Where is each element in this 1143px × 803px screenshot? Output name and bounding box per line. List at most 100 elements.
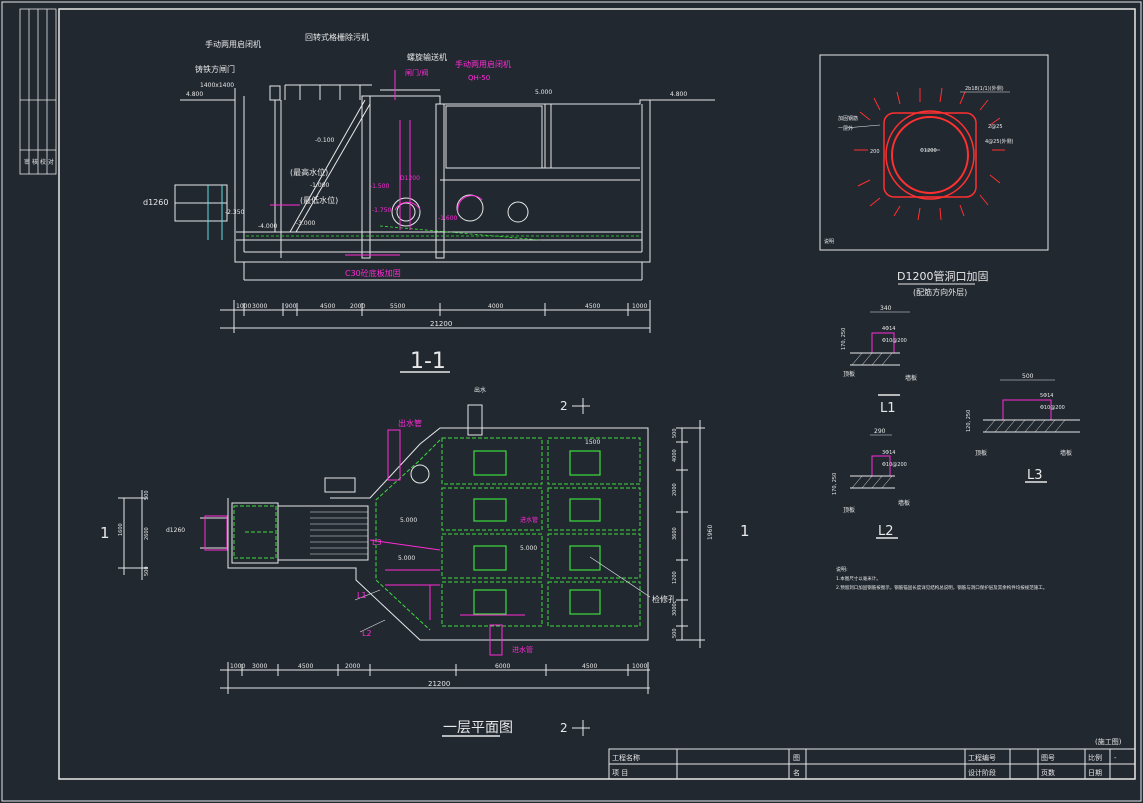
el-7: -4.000 [258, 223, 278, 230]
plan-el-2: 5.000 [520, 545, 537, 552]
tb-scale-value: - [1114, 754, 1117, 762]
plan-l2: L2 [362, 629, 372, 638]
plan-el-1: 5.000 [400, 517, 417, 524]
tb-scale-label: 比例 [1088, 753, 1102, 762]
side-label-2: 校 对 [40, 158, 54, 166]
beam-l3-plate: 顶板 [975, 449, 987, 457]
beam-l1-height: 170, 250 [841, 328, 847, 350]
label-hoist2: 手动两用启闭机 [455, 59, 511, 69]
sec-dim-2: 3000 [252, 303, 267, 310]
label-high-water: (最高水位) [290, 167, 328, 177]
section-mark-right: 1 [740, 522, 750, 540]
plan-side-dim: 1960 [707, 525, 714, 540]
label-pipe-dia: d1260 [143, 198, 168, 207]
el-3: -1.500 [370, 183, 390, 190]
beam-l3-height: 120, 250 [966, 410, 972, 432]
plan-outlet: 出水管 [398, 418, 422, 428]
plan-leaders [354, 556, 651, 633]
plan-cells-dim: 1500 [585, 439, 600, 446]
detail-rebar-bottom: 4@25(外侧) [985, 138, 1013, 145]
section-mark-left: 1 [100, 524, 110, 542]
plan-dim-2: 3000 [252, 663, 267, 670]
label-conveyor: 螺旋输送机 [407, 52, 447, 62]
beam-l3-top: 5Φ14 [1040, 393, 1053, 399]
beam-l2-stirrup: Φ10@200 [882, 462, 907, 468]
beam-l2-side: 墙板 [898, 499, 910, 507]
beam-l1-width: 340 [880, 305, 892, 312]
beam-l2-plate: 顶板 [843, 506, 855, 514]
plan-l1: L1 [357, 591, 367, 600]
el-4: -2.350 [225, 209, 245, 216]
section-mark-bottom: 2 [560, 721, 568, 735]
beam-l3-stirrup: Φ10@200 [1040, 405, 1065, 411]
label-gate-size: 1400x1400 [200, 82, 234, 89]
label-low-water: (最低水位) [300, 195, 338, 205]
section-mark-top: 2 [560, 399, 568, 413]
el-1: -0.100 [315, 137, 335, 144]
el-6: -1.750 [372, 207, 392, 214]
tb-drawing-no-label: 图号 [1041, 754, 1055, 762]
section-title: 1-1 [410, 349, 446, 374]
plan-rdim-3: 2000 [672, 483, 678, 496]
notes-line-2: 2.预留洞口加固钢筋按图示，钢筋锚固长度详见结构总说明，钢筋与洞口保护层及其余构… [836, 584, 1047, 591]
detail-note-l2: 一层外 [838, 125, 853, 132]
plan-screen-hatch [310, 511, 368, 555]
tb-design-stage-label: 设计阶段 [968, 768, 996, 777]
label-bottom-note: C30砼底板加固 [345, 268, 401, 278]
sec-dim-3: 900 [285, 303, 297, 310]
section-fill [246, 225, 640, 241]
detail-subtitle: (配筋方向外层) [913, 287, 967, 297]
section-magenta [270, 70, 483, 256]
beam-l1 [850, 311, 910, 396]
plan-pipes [204, 429, 525, 656]
beam-l2-hatch [851, 475, 893, 489]
plan-rdim-6: 3000 [672, 603, 678, 616]
beam-l3-hatch [984, 419, 1066, 433]
side-label-1: 审 核 [24, 158, 38, 166]
tb-stamp: (施工图) [1095, 737, 1122, 746]
plan-dim-4: 2000 [345, 663, 360, 670]
label-screen: 回转式格栅除污机 [305, 32, 369, 42]
plan-rdim-2: 4000 [672, 449, 678, 462]
beam-l3 [983, 379, 1080, 483]
sec-dim-9: 1000 [632, 303, 647, 310]
plan-outline [118, 398, 705, 737]
plan-l3: L3 [372, 538, 382, 547]
plan-hatch-label: 检修孔 [652, 594, 676, 604]
beam-l3-width: 500 [1022, 373, 1034, 380]
plan-ldim-2: 1600 [118, 523, 124, 536]
plan-dim-3: 4500 [298, 663, 313, 670]
plan-rdim-4: 3600 [672, 527, 678, 540]
beam-l1-side: 墙板 [905, 374, 917, 382]
plan-dim-7: 1000 [632, 663, 647, 670]
sec-dim-4: 4500 [320, 303, 335, 310]
el-ground-left: 4.800 [186, 91, 203, 98]
beam-l2-height: 170, 250 [832, 473, 838, 495]
el-8: -1.600 [438, 215, 458, 222]
label-valve: 闸门/阀 [405, 68, 428, 77]
beam-l2-top: 3Φ14 [882, 450, 895, 456]
detail-left-dim: 200 [870, 149, 880, 155]
tb-project-name-label: 工程名称 [612, 753, 640, 762]
tb-name-label: 名 [793, 768, 800, 777]
plan-dim-1: 1000 [230, 663, 245, 670]
frame-border [58, 8, 1136, 780]
plan-chambers [233, 437, 641, 631]
notes-heading: 说明: [836, 566, 848, 573]
beam-l2 [850, 434, 898, 539]
plan-ldim-1: 500 [144, 490, 150, 500]
detail-title: D1200管洞口加固 [897, 269, 988, 283]
plan-rdim-7: 500 [672, 628, 678, 638]
plan-hatches [473, 450, 601, 615]
plan-pipe-in: d1260 [166, 527, 185, 534]
detail-dia: Φ1200 [920, 148, 937, 154]
detail-opening [883, 110, 977, 200]
tb-project-no-label: 工程编号 [968, 753, 996, 762]
plan-rdim-1: 500 [672, 428, 678, 438]
label-pipe: D1200 [400, 175, 420, 182]
el-top: 5.000 [535, 89, 552, 96]
detail-rebar-spikes [854, 87, 1005, 221]
beam-l1-label: L1 [880, 401, 896, 416]
